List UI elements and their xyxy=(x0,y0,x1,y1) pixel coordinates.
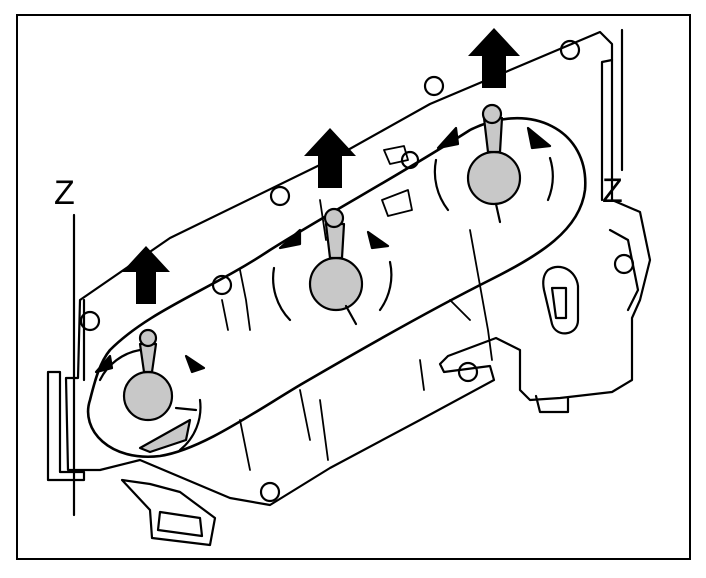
small-arrow-icon xyxy=(94,354,114,374)
mounting-hole xyxy=(269,185,291,207)
small-arrow-icon xyxy=(436,126,460,150)
up-arrow-icon xyxy=(468,28,520,88)
roller-arc xyxy=(433,156,554,212)
z-label-left: Z xyxy=(54,174,75,212)
lever-knob xyxy=(122,370,174,422)
lever-knob xyxy=(466,150,522,206)
lever-tip xyxy=(481,103,503,125)
chassis-inner-edge xyxy=(82,58,640,382)
mounting-hole xyxy=(559,39,581,61)
left-foot xyxy=(46,370,86,482)
roller-left xyxy=(94,328,206,454)
roller-arc xyxy=(272,260,393,322)
mounting-hole xyxy=(423,75,445,97)
small-arrow-icon xyxy=(366,230,390,250)
belt-loop xyxy=(86,116,587,459)
lever-tip xyxy=(138,328,158,348)
small-arrow-icon xyxy=(184,354,206,374)
roller-right xyxy=(433,103,554,224)
mounting-hole xyxy=(259,481,281,503)
mounting-holes xyxy=(79,39,635,503)
lower-bracket xyxy=(120,478,217,547)
small-arrow-icon xyxy=(278,228,302,250)
lever-stem xyxy=(324,222,346,260)
mounting-hole xyxy=(79,310,101,332)
lever-stem xyxy=(138,342,158,374)
mounting-hole xyxy=(211,274,233,296)
up-arrow-icon xyxy=(122,246,170,304)
small-arrow-icon xyxy=(526,126,552,150)
roller-arc xyxy=(98,348,202,452)
lever-pin xyxy=(494,202,502,224)
z-label-right: Z xyxy=(602,172,623,210)
lever-pin xyxy=(344,304,358,326)
roller-middle xyxy=(272,207,393,326)
mounting-hole xyxy=(613,253,635,275)
inner-plate-edge xyxy=(221,199,493,471)
mounting-hole xyxy=(400,150,420,170)
lever-tip xyxy=(323,207,345,229)
plate-tab xyxy=(381,145,413,217)
lever-knob xyxy=(308,256,364,312)
right-foot xyxy=(534,394,570,414)
roller-clip xyxy=(138,418,192,454)
up-arrow-icon xyxy=(304,128,356,188)
right-slot xyxy=(542,265,580,335)
mounting-hole xyxy=(457,361,479,383)
chassis-plate-outline xyxy=(64,30,652,507)
lever-pin xyxy=(174,406,198,412)
